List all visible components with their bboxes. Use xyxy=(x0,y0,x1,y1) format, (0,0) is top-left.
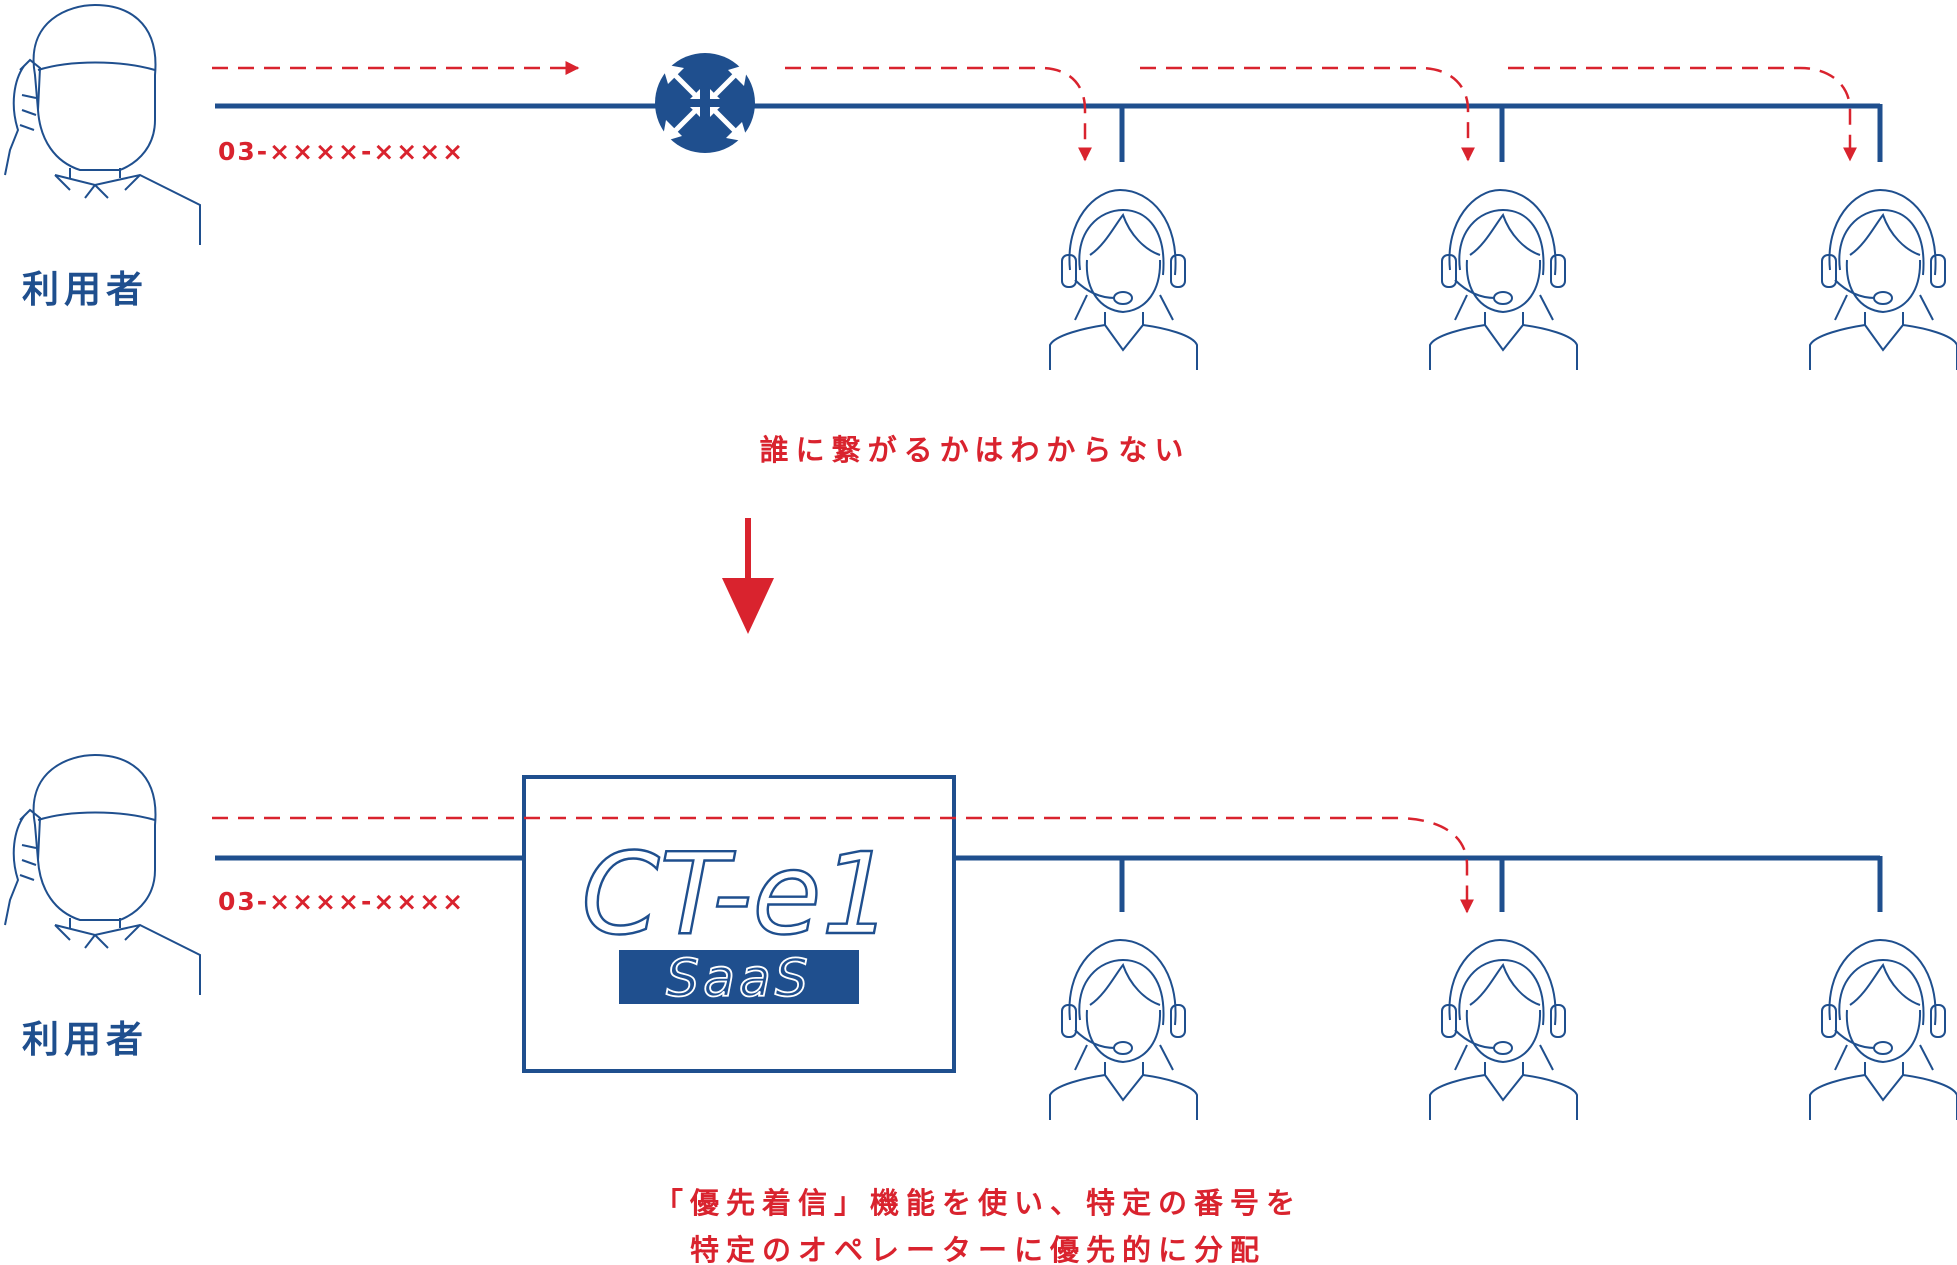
top-flow-to-operator-3 xyxy=(1508,66,1857,162)
operator-icon xyxy=(1809,189,1957,371)
logo-sub-text: SaaS xyxy=(666,949,812,1009)
down-arrow-icon xyxy=(722,518,774,634)
operator-icon xyxy=(1809,939,1957,1121)
bottom-caption-line-1: 「優先着信」機能を使い、特定の番号を xyxy=(654,1186,1302,1220)
operator-icon xyxy=(1049,189,1198,371)
top-flow-to-operator-2 xyxy=(1140,66,1475,162)
operator-icon xyxy=(1429,189,1578,371)
top-caption: 誰に繋がるかはわからない xyxy=(760,433,1191,467)
caller-icon xyxy=(4,754,201,996)
bottom-diagram: 利用者 03-××××-×××× CT-e1 SaaS 「優先着信」機能を使い、… xyxy=(4,754,1957,1265)
bottom-caption-line-2: 特定のオペレーターに優先的に分配 xyxy=(690,1233,1266,1265)
ct-e1-logo: CT-e1 SaaS xyxy=(580,829,894,1010)
logo-saas-band xyxy=(619,950,859,1004)
logo-main-text: CT-e1 xyxy=(581,830,892,960)
bottom-flow-priority-routing xyxy=(212,816,1474,914)
router-icon xyxy=(655,53,755,153)
top-diagram: 利用者 03-××××-×××× xyxy=(4,4,1957,467)
operator-icon xyxy=(1049,939,1198,1121)
top-flow-to-operator-1 xyxy=(785,66,1092,162)
top-user-label: 利用者 xyxy=(22,268,148,311)
ct-e1-system-box xyxy=(522,775,956,1073)
bottom-phone-number: 03-××××-×××× xyxy=(218,887,465,916)
caller-icon xyxy=(4,4,201,246)
operator-icon xyxy=(1429,939,1578,1121)
bottom-user-label: 利用者 xyxy=(22,1018,148,1061)
top-phone-number: 03-××××-×××× xyxy=(218,137,465,166)
